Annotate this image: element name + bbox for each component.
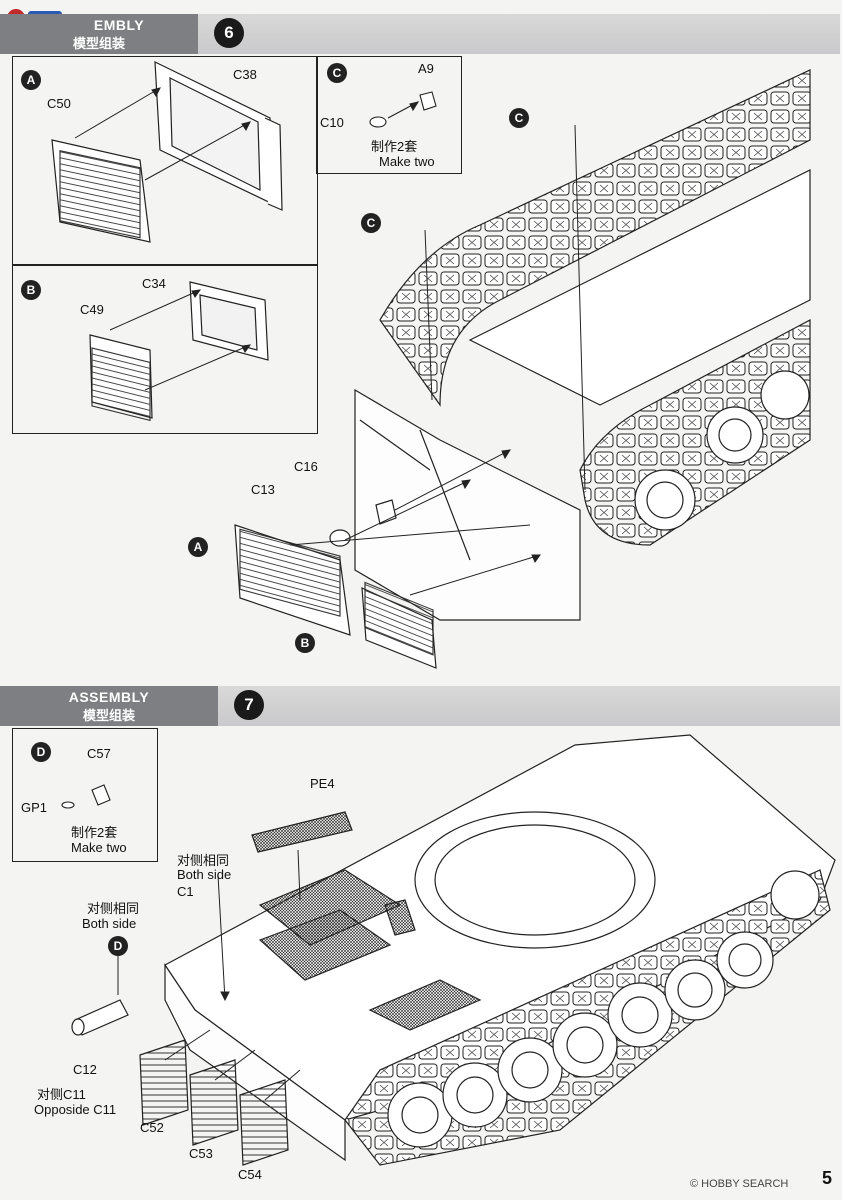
step7-part-pe4: PE4 bbox=[310, 776, 335, 791]
step6-box-c bbox=[316, 56, 462, 174]
step6-callout-c-left: C bbox=[361, 213, 381, 233]
step7-header-en: ASSEMBLY bbox=[68, 689, 150, 705]
box-d-note-en: Make two bbox=[71, 840, 127, 855]
step7-c1-note-cn: 对侧相同 bbox=[177, 853, 230, 868]
step7-box-d bbox=[12, 728, 158, 862]
step7-number-badge: 7 bbox=[234, 690, 264, 720]
page-number: 5 bbox=[822, 1168, 833, 1188]
box-c-part-c10: C10 bbox=[320, 115, 344, 130]
step7-d-note-cn: 对侧相同 bbox=[87, 901, 140, 916]
step6-callout-c-upper: C bbox=[509, 108, 529, 128]
box-c-part-drawing bbox=[369, 91, 437, 128]
box-d-note-cn: 制作2套 bbox=[71, 825, 118, 840]
step6-box-b bbox=[12, 264, 318, 434]
step7-c1-note-en: Both side bbox=[177, 867, 232, 882]
box-b-tag: B bbox=[21, 280, 41, 300]
box-a-part-c50: C50 bbox=[47, 96, 71, 111]
step6-header-en: EMBLY bbox=[93, 17, 145, 33]
box-c-note-cn: 制作2套 bbox=[371, 139, 418, 154]
box-b-part-c49: C49 bbox=[80, 302, 104, 317]
step6-header-tab: EMBLY 模型组装 bbox=[0, 14, 198, 54]
step6-header-cn: 模型组装 bbox=[72, 36, 125, 51]
step7-c11-note-cn: 对侧C11 bbox=[37, 1087, 86, 1102]
step6-part-c16: C16 bbox=[294, 459, 318, 474]
step7-header-tab: ASSEMBLY 模型组装 bbox=[0, 686, 218, 726]
step7-callout-d: D bbox=[108, 936, 128, 956]
box-d-part-drawing bbox=[61, 784, 111, 809]
step7-tank-hull-drawing bbox=[71, 734, 836, 1166]
box-b-part-c34: C34 bbox=[142, 276, 166, 291]
step6-tank-hull-drawing bbox=[234, 69, 811, 669]
box-c-tag: C bbox=[327, 63, 347, 83]
box-b-grille-drawing bbox=[89, 281, 269, 422]
step7-part-c52: C52 bbox=[140, 1120, 164, 1135]
step7-part-c54: C54 bbox=[238, 1167, 262, 1182]
step7-arrows bbox=[117, 849, 301, 1101]
step6-header-bar bbox=[198, 14, 840, 54]
box-a-grille-drawing bbox=[51, 61, 283, 243]
box-a-part-c38: C38 bbox=[233, 67, 257, 82]
step7-c11-note-en: Opposide C11 bbox=[34, 1102, 117, 1117]
step6-number-badge: 6 bbox=[214, 18, 244, 48]
box-c-part-a9: A9 bbox=[418, 61, 434, 76]
step7-part-c1: C1 bbox=[177, 884, 194, 899]
box-d-part-c57: C57 bbox=[87, 746, 111, 761]
hobby-search-watermark: © HOBBY SEARCH bbox=[690, 1178, 789, 1190]
box-a-arrows bbox=[74, 87, 251, 181]
step7-part-c12: C12 bbox=[73, 1062, 97, 1077]
step6-callout-b: B bbox=[295, 633, 315, 653]
box-d-tag: D bbox=[31, 742, 51, 762]
box-b-arrows bbox=[109, 289, 252, 391]
step7-header-cn: 模型组装 bbox=[82, 708, 135, 723]
step7-d-note-en: Both side bbox=[82, 916, 137, 931]
step7-header-bar bbox=[218, 686, 840, 726]
step7-part-c53: C53 bbox=[189, 1146, 213, 1161]
box-d-part-gp1: GP1 bbox=[21, 800, 48, 815]
step6-part-c13: C13 bbox=[251, 482, 275, 497]
step6-box-a bbox=[12, 56, 318, 266]
box-a-tag: A bbox=[21, 70, 41, 90]
box-c-note-en: Make two bbox=[379, 154, 435, 169]
step6-callout-a: A bbox=[188, 537, 208, 557]
step6-arrows bbox=[289, 124, 586, 596]
